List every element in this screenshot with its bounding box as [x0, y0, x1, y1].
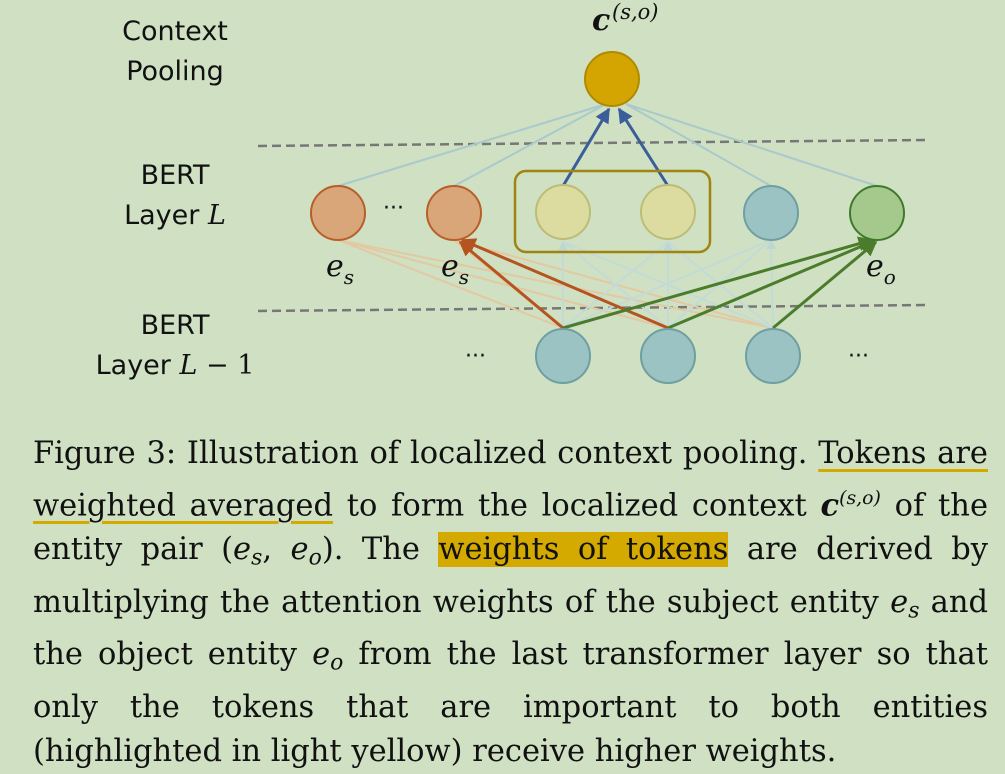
es-label-2: es	[441, 249, 469, 289]
highlighted-token-1	[535, 184, 591, 240]
diagram-svg: c (s,o) ··· es es eo ··· ···	[257, 0, 931, 384]
eo-label: eo	[866, 249, 896, 289]
bottom-node-2	[640, 328, 696, 384]
ellipsis-layer-l1-left: ···	[465, 344, 486, 369]
context-pooling-label: Context Pooling	[122, 16, 228, 87]
faint-middle-connections	[558, 239, 777, 329]
green-arrow-3	[772, 240, 878, 330]
teal-node-layer-l	[743, 185, 799, 241]
object-node	[849, 185, 905, 241]
ellipsis-layer-l1-right: ···	[848, 344, 869, 369]
es-label-1: es	[326, 249, 354, 289]
figure-caption: Figure 3: Illustration of localized cont…	[33, 436, 989, 769]
bottom-node-3	[745, 328, 801, 384]
bert-layer-l-label: BERT Layer L	[124, 160, 226, 231]
blue-arrow-right	[617, 107, 670, 187]
bert-layer-l-minus-1-label: BERT Layer L − 1	[95, 310, 255, 381]
green-arrow-1	[562, 236, 874, 330]
bottom-node-1	[535, 328, 591, 384]
orange-arrow-2	[460, 238, 669, 330]
context-pooling-node	[584, 51, 640, 107]
context-label: c	[592, 3, 610, 38]
orange-arrow-1	[458, 240, 564, 330]
context-sup: (s,o)	[612, 0, 658, 24]
underlined-phrase: Tokens are weighted averaged	[33, 436, 988, 524]
highlighted-phrase: weights of tokens	[438, 532, 729, 568]
highlighted-token-2	[640, 184, 696, 240]
ellipsis-layer-l: ···	[383, 196, 404, 221]
separator-top	[257, 138, 931, 148]
green-arrow-2	[667, 239, 876, 330]
subject-node-1	[310, 185, 366, 241]
blue-arrow-left	[561, 107, 611, 187]
figure-diagram: Context Pooling BERT Layer L BERT Layer …	[95, 0, 931, 384]
subject-node-2	[426, 185, 482, 241]
light-pooling-connections	[337, 103, 878, 187]
highlighted-tokens-box	[513, 169, 712, 254]
